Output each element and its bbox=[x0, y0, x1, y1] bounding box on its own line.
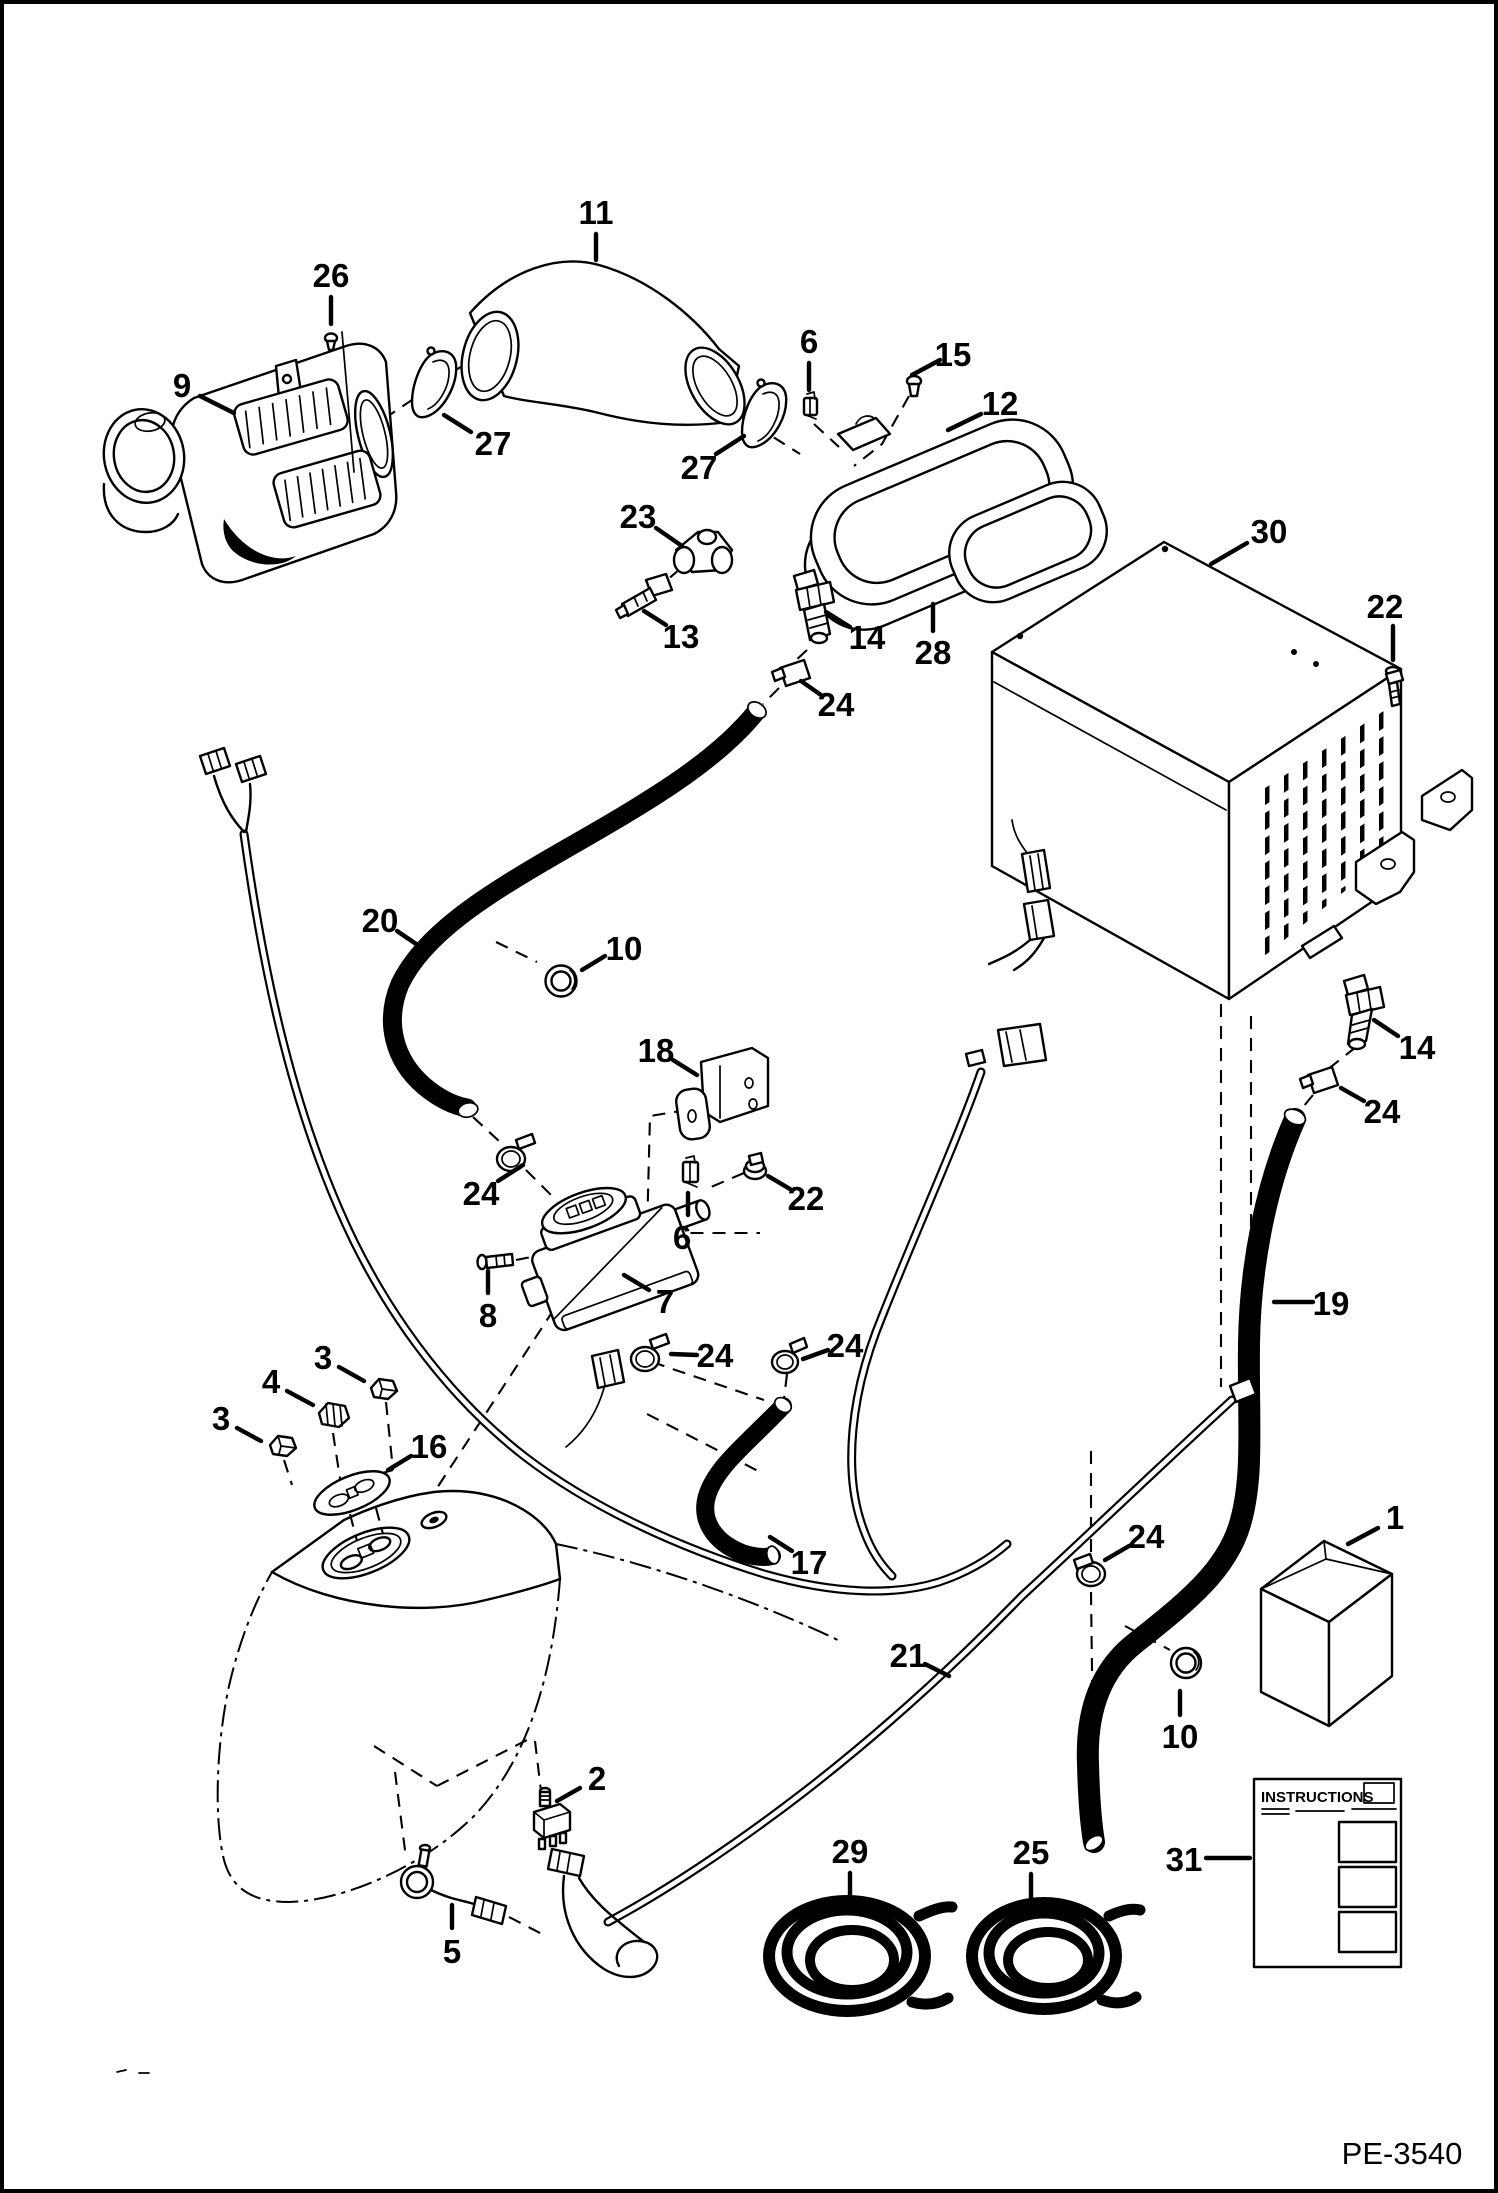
exploded-parts-diagram: INSTRUCTIONS 11 26 9 27 27 6 15 12 23 30… bbox=[102, 194, 1474, 2171]
part-12-duct-flange bbox=[803, 415, 1075, 631]
part-18-bracket bbox=[675, 1046, 770, 1141]
callout-31: 31 bbox=[1166, 1841, 1203, 1878]
callout-24-f: 24 bbox=[1128, 1518, 1165, 1555]
part-10-grommet-a bbox=[544, 964, 578, 998]
callout-2: 2 bbox=[588, 1760, 606, 1797]
part-14-elbow-fitting-a bbox=[792, 568, 836, 645]
callout-8: 8 bbox=[479, 1297, 497, 1334]
part-5-sensor bbox=[399, 1843, 508, 1926]
part-29-hose-coil bbox=[763, 1895, 958, 2017]
part-6-clip-b bbox=[681, 1155, 700, 1188]
callout-3-b: 3 bbox=[212, 1400, 230, 1437]
part-26-screw bbox=[323, 332, 339, 352]
callout-10-b: 10 bbox=[1162, 1718, 1199, 1755]
callout-20: 20 bbox=[362, 902, 399, 939]
callout-17: 17 bbox=[791, 1544, 828, 1581]
part-23-tee-fitting bbox=[672, 528, 734, 575]
part-24-sleeve-b bbox=[1298, 1065, 1340, 1095]
callout-28: 28 bbox=[915, 634, 952, 671]
callout-5: 5 bbox=[443, 1933, 461, 1970]
harness-left-connectors bbox=[198, 746, 268, 834]
harness-bundle bbox=[546, 1847, 659, 1979]
callout-18: 18 bbox=[638, 1032, 675, 1069]
callout-4: 4 bbox=[262, 1363, 281, 1400]
part-1-box bbox=[1259, 1539, 1394, 1728]
part-2-switch bbox=[532, 1786, 572, 1851]
callout-14-a: 14 bbox=[849, 619, 886, 656]
callout-6-a: 6 bbox=[800, 323, 818, 360]
callout-13: 13 bbox=[663, 618, 700, 655]
part-31-instructions-sheet: INSTRUCTIONS bbox=[1252, 1777, 1403, 1969]
tank-outline bbox=[216, 1489, 843, 1904]
callout-15: 15 bbox=[935, 336, 972, 373]
callout-labels: 11 26 9 27 27 6 15 12 23 30 13 14 28 22 … bbox=[173, 194, 1436, 1970]
part-10-grommet-b bbox=[1169, 1646, 1203, 1680]
callout-26: 26 bbox=[313, 257, 350, 294]
part-25-hose-coil bbox=[966, 1897, 1146, 2015]
callout-27-a: 27 bbox=[475, 425, 512, 462]
callout-11: 11 bbox=[579, 194, 614, 231]
parts-layer: INSTRUCTIONS bbox=[102, 260, 1474, 2074]
part-22-bolt-a bbox=[1384, 665, 1405, 708]
callout-14-b: 14 bbox=[1399, 1029, 1436, 1066]
hose-end-openings bbox=[457, 701, 1307, 1852]
part-6-clip-a bbox=[802, 391, 819, 420]
callout-27-b: 27 bbox=[681, 449, 718, 486]
callout-3-a: 3 bbox=[314, 1339, 332, 1376]
callout-9: 9 bbox=[173, 367, 191, 404]
hoses bbox=[383, 702, 1306, 1853]
print-marks bbox=[116, 2069, 150, 2074]
part-9-heater bbox=[102, 331, 398, 584]
assembly-dashed-lines bbox=[282, 354, 1383, 1935]
callout-6-b: 6 bbox=[673, 1219, 691, 1256]
callout-24-b: 24 bbox=[1364, 1093, 1401, 1130]
callout-1: 1 bbox=[1386, 1499, 1404, 1536]
callout-19: 19 bbox=[1313, 1285, 1350, 1322]
callout-16: 16 bbox=[411, 1428, 448, 1465]
part-21-harness bbox=[239, 829, 1258, 1927]
part-30-heater-box bbox=[990, 540, 1474, 1001]
callout-30: 30 bbox=[1251, 513, 1288, 550]
callout-24-d: 24 bbox=[697, 1337, 734, 1374]
part-16-plate bbox=[313, 1470, 391, 1516]
part-20-hose bbox=[383, 702, 766, 1118]
leader-lines bbox=[197, 231, 1401, 1931]
callout-21: 21 bbox=[890, 1637, 927, 1674]
part-24-clamp-e bbox=[770, 1336, 809, 1375]
part-3-cap-b bbox=[268, 1434, 298, 1458]
part-14-elbow-fitting-b bbox=[1342, 973, 1386, 1051]
part-28-gasket bbox=[948, 480, 1108, 604]
callout-24-c: 24 bbox=[463, 1175, 500, 1212]
part-3-cap-a bbox=[369, 1377, 399, 1401]
callout-7: 7 bbox=[656, 1283, 674, 1320]
box-harness bbox=[964, 819, 1056, 1068]
part-24-clamp-d bbox=[629, 1332, 671, 1373]
callout-12: 12 bbox=[982, 385, 1019, 422]
part-24-clamp-c bbox=[495, 1132, 537, 1173]
callout-25: 25 bbox=[1013, 1834, 1050, 1871]
part-13-fitting bbox=[614, 572, 674, 620]
callout-29: 29 bbox=[832, 1833, 869, 1870]
callout-24-a: 24 bbox=[818, 686, 855, 723]
callout-22-b: 22 bbox=[788, 1180, 825, 1217]
instructions-title: INSTRUCTIONS bbox=[1261, 1789, 1374, 1806]
callout-22-a: 22 bbox=[1367, 588, 1404, 625]
pump-connector bbox=[565, 1348, 626, 1448]
callout-10-a: 10 bbox=[606, 930, 643, 967]
part-24-clamp-f bbox=[1072, 1552, 1107, 1588]
part-22-nut-b bbox=[742, 1151, 768, 1181]
part-19-hose bbox=[1076, 1108, 1306, 1853]
part-15-screw bbox=[905, 374, 923, 398]
part-17-hose bbox=[696, 1397, 792, 1566]
part-8-screw bbox=[476, 1252, 515, 1271]
part-27-clamp-a bbox=[410, 346, 458, 419]
part-27-clamp-b bbox=[740, 378, 788, 449]
part-11-elbow-duct bbox=[460, 260, 746, 427]
part-7-pump bbox=[520, 1186, 711, 1332]
drawing-number: PE-3540 bbox=[1342, 2136, 1463, 2171]
part-4-cap bbox=[317, 1401, 351, 1429]
callout-23: 23 bbox=[620, 498, 657, 535]
callout-24-e: 24 bbox=[827, 1327, 864, 1364]
